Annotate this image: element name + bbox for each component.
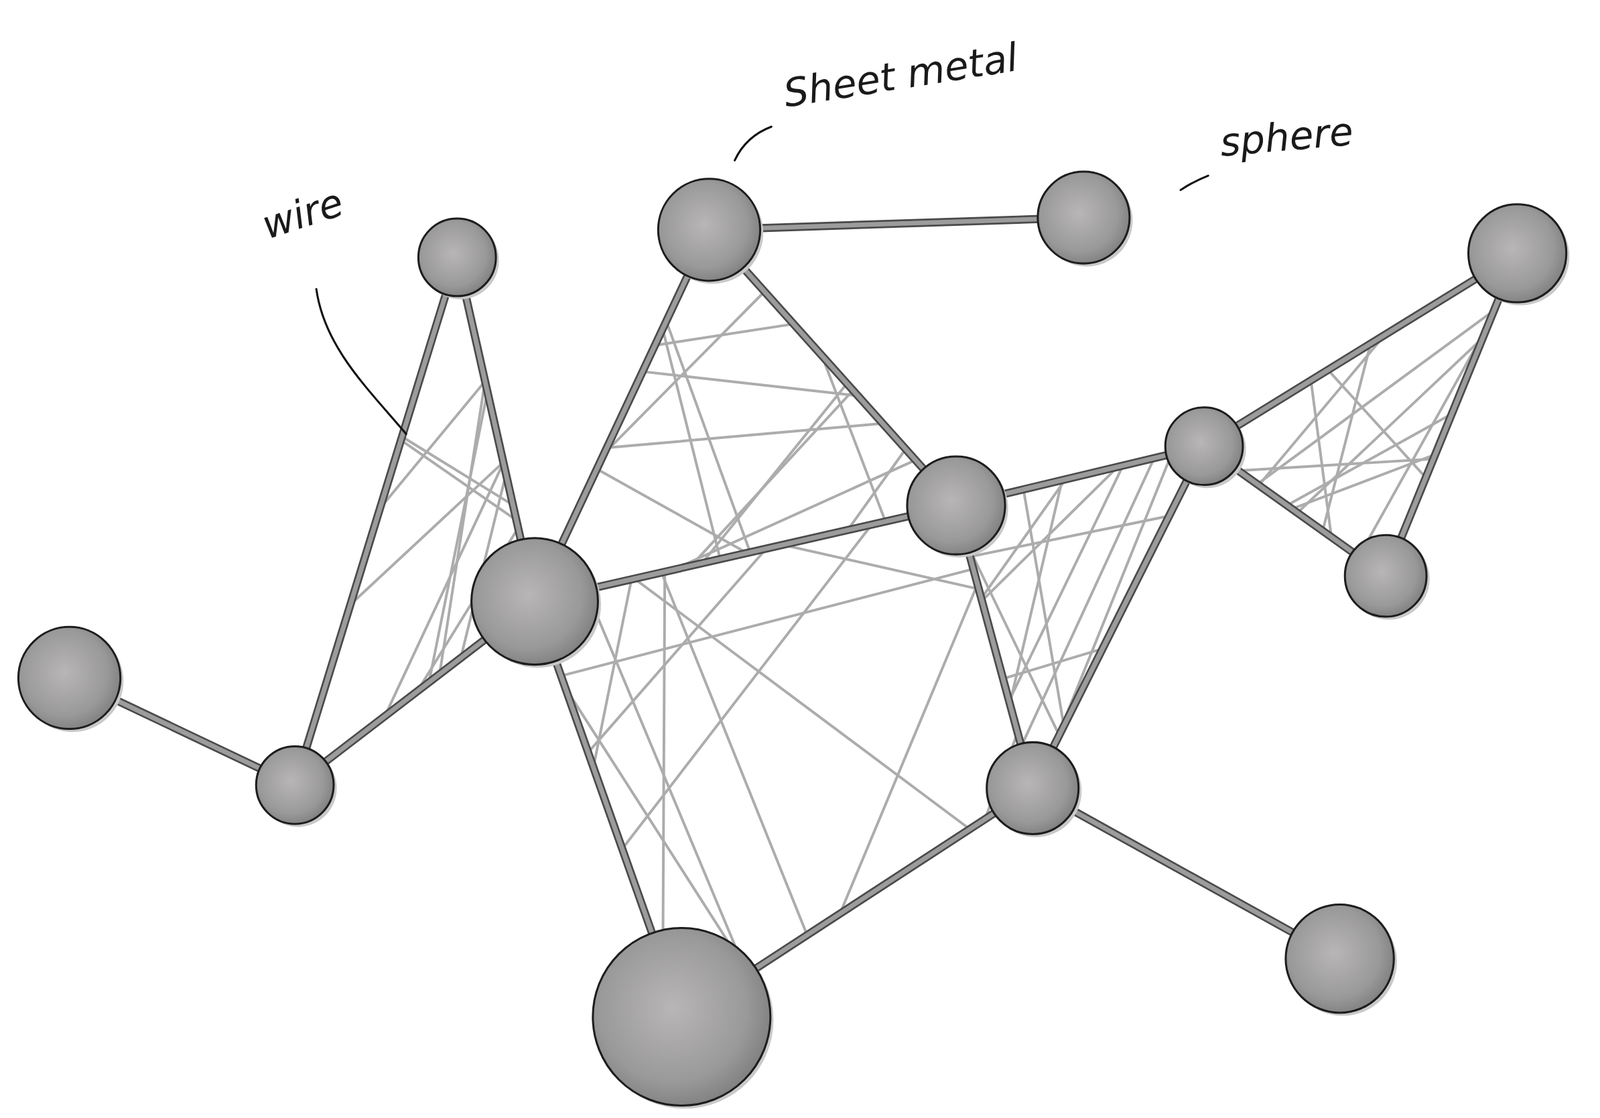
mesh-wire — [662, 571, 665, 964]
rod — [294, 257, 457, 785]
rod — [1385, 253, 1517, 576]
mesh-wire — [691, 389, 854, 566]
rod-outline — [1204, 253, 1518, 447]
mesh-wire — [607, 423, 884, 448]
leader-lines — [316, 126, 1209, 434]
rod — [708, 217, 1084, 230]
sphere — [1468, 204, 1567, 303]
mesh-wire — [586, 589, 748, 975]
sphere — [657, 178, 760, 281]
spheres — [18, 171, 1570, 1109]
sphere — [1037, 171, 1130, 264]
sphere — [1285, 904, 1394, 1013]
mesh-wire — [564, 687, 748, 974]
mesh-wire — [1238, 458, 1434, 471]
rod-outline — [294, 257, 457, 785]
rod — [1032, 446, 1205, 788]
mesh-wire — [822, 355, 886, 522]
sphere — [592, 927, 771, 1106]
mesh-wire — [596, 469, 748, 553]
mesh-wire — [603, 291, 765, 454]
mesh-wire — [1023, 489, 1064, 726]
wire-rods — [69, 217, 1518, 1017]
handwritten-note: wire — [257, 182, 348, 245]
sphere — [986, 741, 1079, 834]
sphere — [1344, 534, 1427, 617]
mesh-wire — [655, 323, 794, 346]
rod-outline — [708, 229, 957, 506]
rod-outline — [1385, 253, 1517, 576]
sphere — [471, 538, 599, 665]
mesh-wire — [428, 391, 488, 683]
rod — [708, 229, 957, 506]
wire-mesh — [350, 291, 1495, 975]
sphere — [255, 745, 334, 824]
sphere — [1165, 407, 1243, 486]
mesh-wire — [1358, 324, 1489, 557]
mesh-wire — [661, 572, 807, 935]
sphere — [907, 456, 1006, 555]
mesh-wire — [1258, 335, 1385, 486]
handwritten-note: Sheet metal — [780, 37, 1020, 113]
handwritten-note: sphere — [1218, 111, 1355, 163]
mesh-wire — [1021, 457, 1154, 746]
sphere — [418, 218, 496, 297]
sphere — [18, 626, 120, 729]
rod-outline — [1032, 446, 1205, 788]
rod — [1204, 253, 1518, 447]
rod-outline — [708, 217, 1084, 230]
